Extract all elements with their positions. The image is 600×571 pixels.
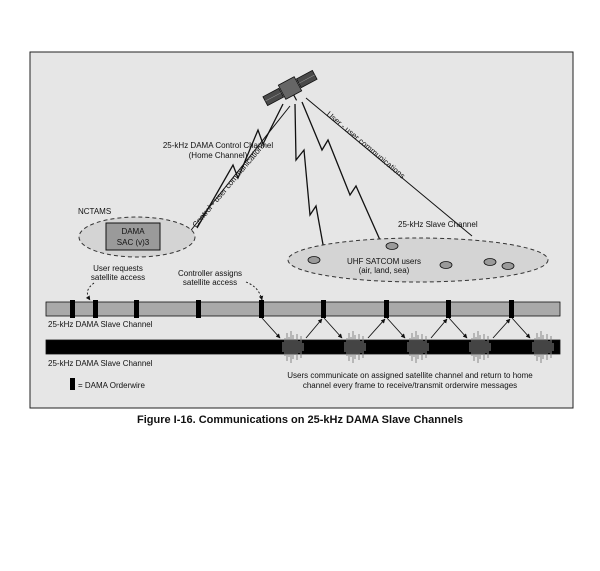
controller-assigns-label: Controller assigns (178, 269, 242, 278)
hop-arrow (261, 317, 281, 339)
dama-sac-model-label: SAC (v)3 (117, 238, 150, 247)
user-link-zigzag-right (301, 101, 381, 241)
user-link-zigzag-left (294, 103, 325, 251)
dama-sac-label: DAMA (121, 227, 145, 236)
orderwire-marker (321, 300, 326, 318)
hop-arrow (511, 317, 531, 339)
hop-arrow (305, 318, 323, 339)
controller-assigns-arrow (245, 281, 264, 301)
user-terminal-icon (385, 242, 399, 250)
orderwire-marker (509, 300, 514, 318)
orderwire-marker (93, 300, 98, 318)
users-communicate-label: Users communicate on assigned satellite … (287, 371, 533, 380)
signal-burst (469, 331, 491, 363)
dama-sac-box (105, 222, 161, 251)
signal-burst (407, 331, 429, 363)
signal-burst (344, 331, 366, 363)
orderwire-legend-label: = DAMA Orderwire (78, 381, 145, 390)
user-terminal-icon (483, 258, 497, 266)
satellite-icon (262, 69, 318, 107)
users-communicate-sub-label: channel every frame to receive/transmit … (303, 381, 517, 390)
gray-slave-channel-bar (45, 301, 561, 317)
hop-arrow (430, 318, 448, 339)
home-channel-label: (Home Channel) (189, 151, 248, 160)
slave-channel-top-label: 25-kHz Slave Channel (398, 220, 478, 229)
uhf-users-type-label: (air, land, sea) (359, 266, 410, 275)
transmission-bursts (282, 331, 554, 363)
signal-burst (532, 331, 554, 363)
control-user-link (187, 105, 291, 235)
signal-burst (282, 331, 304, 363)
controller-assigns-sub-label: satellite access (183, 278, 237, 287)
orderwire-marker (196, 300, 201, 318)
hop-arrow (367, 318, 386, 339)
user-requests-sub-label: satellite access (91, 273, 145, 282)
hop-arrow (448, 317, 468, 339)
orderwire-marker (134, 300, 139, 318)
orderwire-marker (259, 300, 264, 318)
hop-arrow (492, 318, 511, 339)
black-channel-label: 25-kHz DAMA Slave Channel (48, 359, 153, 368)
orderwire-marker (384, 300, 389, 318)
user-terminal-icon (501, 262, 515, 270)
control-channel-label: 25-kHz DAMA Control Channel (163, 141, 273, 150)
user-requests-label: User requests (93, 264, 143, 273)
hop-arrow (323, 317, 343, 339)
orderwire-legend-swatch (70, 378, 75, 390)
gray-channel-label: 25-kHz DAMA Slave Channel (48, 320, 153, 329)
figure-caption: Figure I-16. Communications on 25-kHz DA… (137, 414, 463, 426)
uhf-users-ellipse (287, 237, 549, 283)
hop-arrow (386, 317, 406, 339)
channel-hop-arrows (261, 317, 531, 339)
nctams-label: NCTAMS (78, 207, 111, 216)
user-terminal-icons (307, 242, 515, 270)
user-terminal-icon (439, 261, 453, 269)
control-link-zigzag (196, 103, 284, 229)
user-terminal-icon (307, 256, 321, 264)
orderwire-marker (70, 300, 75, 318)
orderwire-markers (70, 300, 514, 318)
user-user-link (305, 97, 473, 237)
orderwire-marker (446, 300, 451, 318)
uhf-users-label: UHF SATCOM users (347, 257, 421, 266)
